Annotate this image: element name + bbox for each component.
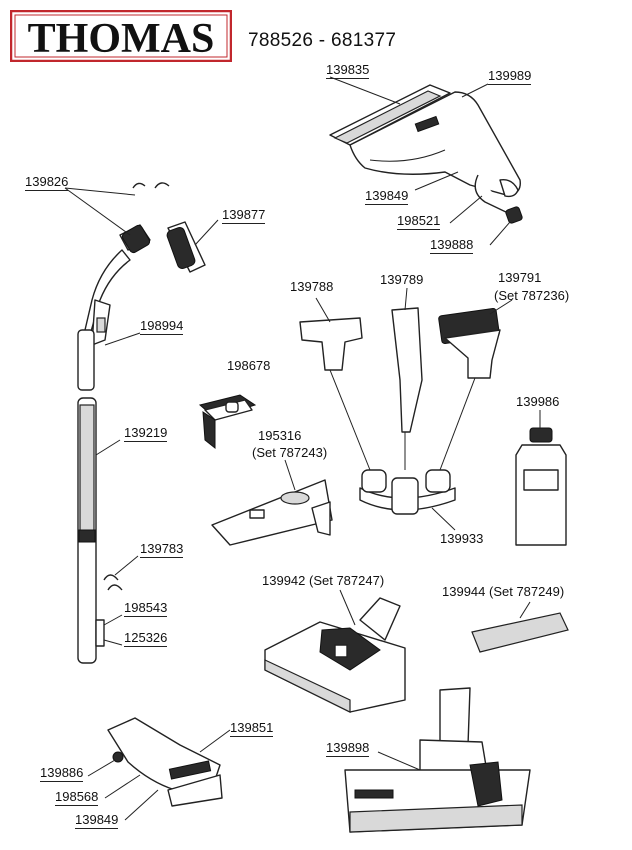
label-139888: 139888 <box>430 237 474 254</box>
label-139886: 139886 <box>40 765 84 782</box>
hard-floor-tool <box>211 459 333 546</box>
label-198543: 198543 <box>124 600 168 617</box>
label-139849-top: 139849 <box>365 188 409 205</box>
felt-strip <box>471 612 569 653</box>
label-195316-set: (Set 787243) <box>252 445 328 460</box>
nozzle-body <box>349 91 521 197</box>
label-139989: 139989 <box>488 68 532 85</box>
thomas-logo: THOMAS <box>9 9 233 63</box>
tool-holder <box>198 394 257 450</box>
label-125326: 125326 <box>124 630 168 647</box>
clips <box>132 182 170 189</box>
label-139849-bottom: 139849 <box>75 812 119 829</box>
label-139944: 139944 (Set 787249) <box>442 584 565 599</box>
label-139942: 139942 (Set 787247) <box>262 573 385 588</box>
upholstery-tool <box>299 297 363 371</box>
label-139789: 139789 <box>380 272 424 287</box>
handle-tube <box>77 329 95 391</box>
cleaning-bottle <box>515 410 567 546</box>
logo-text: THOMAS <box>28 16 215 62</box>
label-198568: 198568 <box>55 789 99 806</box>
label-139898: 139898 <box>326 740 370 757</box>
label-195316: 195316 <box>258 428 302 443</box>
hose-clips <box>103 574 123 591</box>
washing-nozzle-assembly <box>329 76 523 246</box>
label-198521: 198521 <box>397 213 441 230</box>
model-numbers: 788526 - 681377 <box>248 30 397 51</box>
crevice-tool <box>391 287 423 433</box>
hose-handle-assembly <box>64 182 219 664</box>
label-139877: 139877 <box>222 207 266 224</box>
label-198678: 198678 <box>227 358 271 373</box>
label-139783: 139783 <box>140 541 184 558</box>
label-198994: 198994 <box>140 318 184 335</box>
label-139986: 139986 <box>516 394 560 409</box>
accessory-holder <box>329 369 476 531</box>
label-139851: 139851 <box>230 720 274 737</box>
label-139826: 139826 <box>25 174 69 191</box>
label-139933: 139933 <box>440 531 484 546</box>
label-139835: 139835 <box>326 62 370 79</box>
label-139791-set: (Set 787236) <box>494 288 570 303</box>
hose-loop <box>474 174 511 215</box>
label-139788: 139788 <box>290 279 334 294</box>
combi-floor-nozzle <box>264 589 406 713</box>
label-139791: 139791 <box>498 270 542 285</box>
hand-nozzle <box>87 717 231 821</box>
label-139219: 139219 <box>124 425 168 442</box>
connector-nut <box>505 206 523 224</box>
dusting-brush <box>438 299 513 379</box>
floor-brush <box>344 687 531 833</box>
